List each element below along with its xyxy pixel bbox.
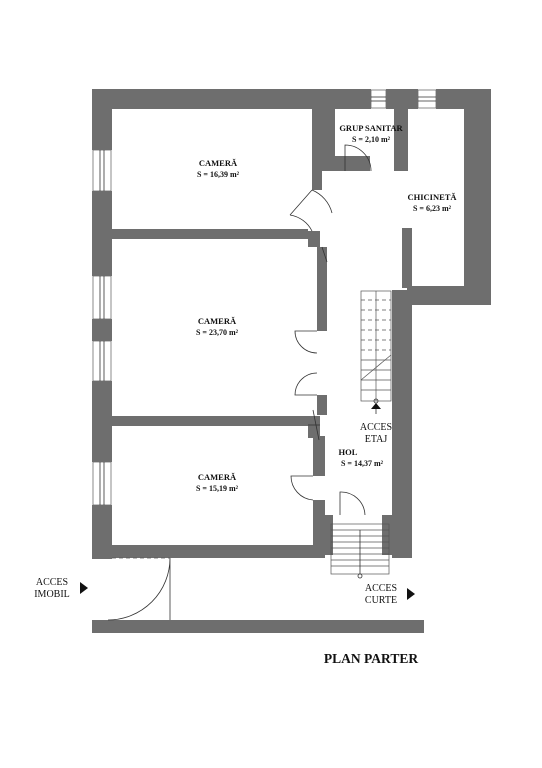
stairs-up [360, 290, 392, 414]
corridor-bevels [308, 246, 328, 441]
room-area-chicineta: S = 6,23 m² [413, 204, 452, 213]
acces-imobil-label-line2: IMOBIL [34, 589, 70, 600]
room-area-camera-bottom: S = 15,19 m² [196, 484, 239, 493]
arrow-right-icon [80, 582, 88, 594]
acces-etaj-label-line2: ETAJ [365, 434, 388, 445]
room-area-camera-top: S = 16,39 m² [197, 170, 240, 179]
doors [107, 144, 372, 621]
windows [92, 89, 437, 506]
room-name-camera-mid: CAMERĂ [198, 316, 237, 326]
room-name-camera-top: CAMERĂ [199, 158, 238, 168]
room-area-camera-mid: S = 23,70 m² [196, 328, 239, 337]
acces-etaj-label-line1: ACCES [360, 422, 392, 433]
arrow-right-icon [407, 588, 415, 600]
acces-imobil-label-line1: ACCES [36, 577, 68, 588]
room-area-hol: S = 14,37 m² [341, 459, 384, 468]
room-name-camera-bottom: CAMERĂ [198, 472, 237, 482]
arrow-up-icon [371, 403, 381, 409]
plan-title: PLAN PARTER [324, 651, 418, 666]
entrance-steps [330, 523, 390, 579]
walls [92, 89, 491, 633]
room-name-hol: HOL [339, 447, 358, 457]
acces-curte-label-line2: CURTE [365, 595, 397, 606]
room-area-grup-sanitar: S = 2,10 m² [352, 135, 391, 144]
room-name-grup-sanitar: GRUP SANITAR [339, 123, 403, 133]
room-name-chicineta: CHICINETĂ [407, 192, 457, 202]
acces-curte-label-line1: ACCES [365, 583, 397, 594]
